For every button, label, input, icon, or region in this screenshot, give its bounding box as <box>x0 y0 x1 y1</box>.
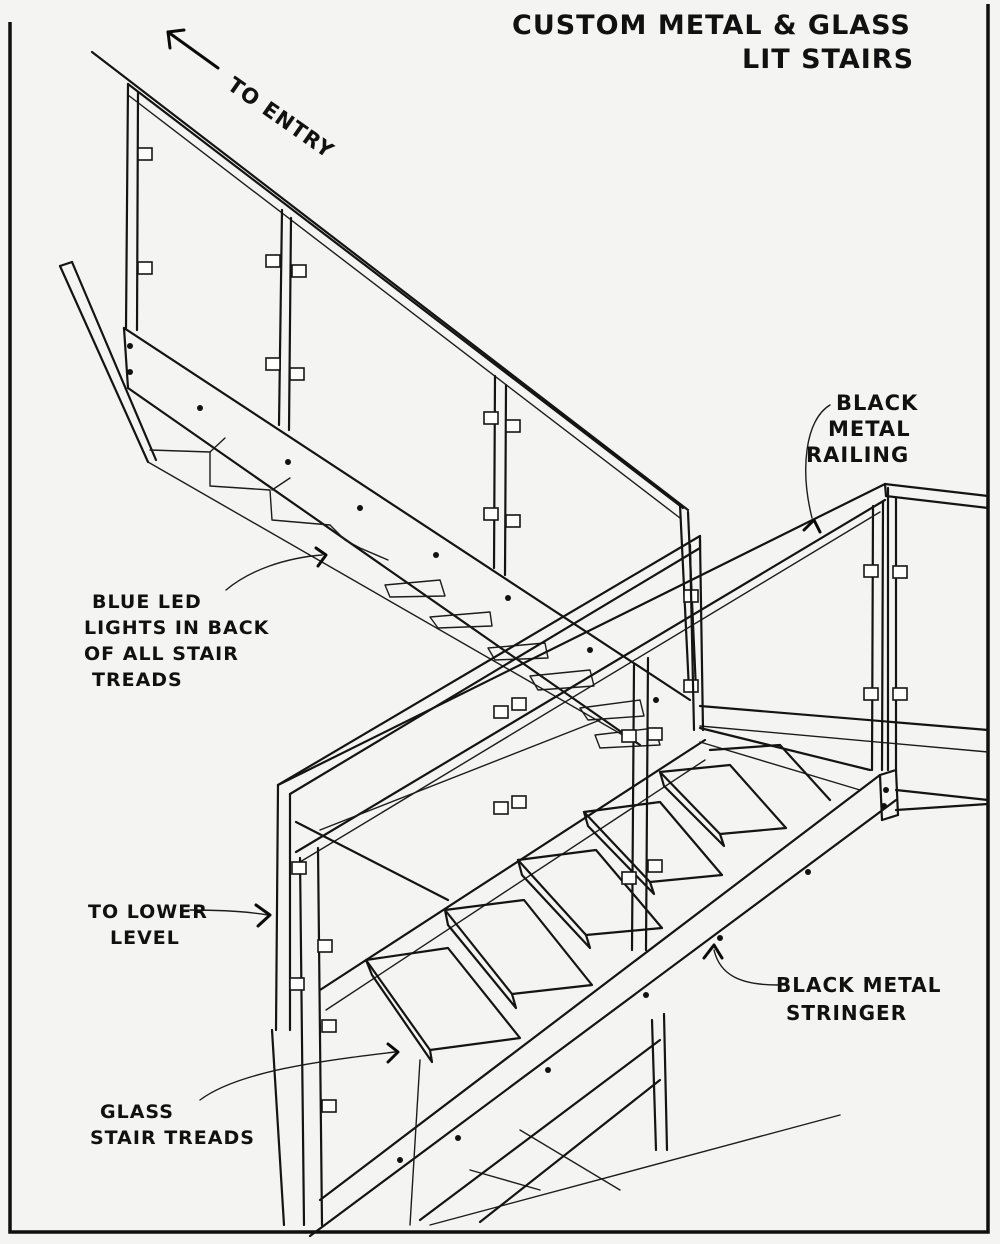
annotation-arrows <box>166 28 831 1101</box>
led-leader <box>225 554 323 591</box>
led-label-2: LIGHTS IN BACK <box>84 617 270 639</box>
railing-label-3: RAILING <box>806 443 909 467</box>
stringer-label-1: BLACK METAL <box>776 973 941 997</box>
lower-level-label-1: TO LOWER <box>88 901 208 923</box>
lower-level-label-2: LEVEL <box>110 927 180 949</box>
sheet-border <box>8 4 990 1234</box>
lower-flight <box>270 482 900 1238</box>
upper-flight <box>58 50 699 749</box>
glass-label-1: GLASS <box>100 1101 174 1123</box>
lower-level-leader <box>189 909 269 916</box>
to-entry-arrow <box>166 30 220 70</box>
led-label-3: OF ALL STAIR <box>84 643 239 665</box>
landing-railing <box>698 482 990 812</box>
glass-label-2: STAIR TREADS <box>90 1127 255 1149</box>
railing-leader <box>805 404 831 519</box>
led-label-4: TREADS <box>92 669 183 691</box>
title-line-1: CUSTOM METAL & GLASS <box>512 10 911 41</box>
title-line-2: LIT STAIRS <box>742 44 914 75</box>
stringer-leader <box>713 949 779 986</box>
led-label-1: BLUE LED <box>92 591 202 613</box>
railing-label-1: BLACK <box>836 391 918 415</box>
stringer-label-2: STRINGER <box>786 1001 907 1025</box>
glass-treads-leader <box>199 1051 396 1101</box>
railing-label-2: METAL <box>828 417 911 441</box>
